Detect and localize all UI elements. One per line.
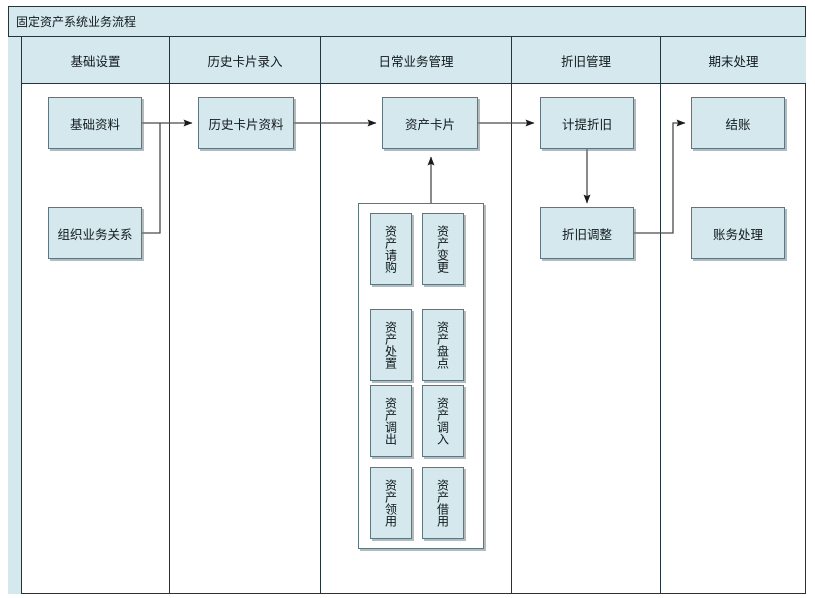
diagram-title: 固定资产系统业务流程 bbox=[8, 6, 806, 37]
node-basic-data[interactable]: 基础资料 bbox=[48, 97, 142, 149]
node-label-asset-disposal: 资产处置 bbox=[383, 321, 398, 369]
node-close-account[interactable]: 结账 bbox=[691, 97, 785, 149]
node-asset-borrow[interactable]: 资产借用 bbox=[422, 467, 464, 539]
node-label-asset-issue: 资产领用 bbox=[383, 479, 398, 527]
lane-daily-business bbox=[321, 37, 512, 594]
node-label-history-data: 历史卡片资料 bbox=[208, 117, 284, 132]
lane-header-daily-business: 日常业务管理 bbox=[321, 37, 512, 84]
node-label-asset-transfer-in: 资产调入 bbox=[435, 397, 450, 445]
node-label-asset-transfer-out: 资产调出 bbox=[383, 397, 398, 445]
node-asset-transfer-out[interactable]: 资产调出 bbox=[370, 385, 412, 457]
node-asset-change[interactable]: 资产变更 bbox=[422, 213, 464, 285]
node-asset-request[interactable]: 资产请购 bbox=[370, 213, 412, 285]
node-label-bookkeeping: 账务处理 bbox=[712, 227, 763, 242]
node-label-asset-borrow: 资产借用 bbox=[435, 479, 450, 527]
node-asset-inventory[interactable]: 资产盘点 bbox=[422, 309, 464, 381]
node-label-depreciation-adjust: 折旧调整 bbox=[561, 227, 612, 242]
lane-header-depreciation: 折旧管理 bbox=[512, 37, 661, 84]
node-label-asset-card: 资产卡片 bbox=[404, 117, 455, 132]
node-label-asset-inventory: 资产盘点 bbox=[435, 321, 450, 369]
node-asset-card[interactable]: 资产卡片 bbox=[382, 97, 478, 149]
node-label-depreciate: 计提折旧 bbox=[561, 117, 612, 132]
lane-history-card bbox=[170, 37, 321, 594]
node-label-basic-data: 基础资料 bbox=[69, 117, 120, 132]
node-depreciate[interactable]: 计提折旧 bbox=[540, 97, 634, 149]
lane-basic-setup bbox=[22, 37, 170, 594]
lane-label-depreciation: 折旧管理 bbox=[560, 54, 611, 69]
node-asset-disposal[interactable]: 资产处置 bbox=[370, 309, 412, 381]
node-label-close-account: 结账 bbox=[725, 117, 751, 132]
node-asset-issue[interactable]: 资产领用 bbox=[370, 467, 412, 539]
lane-label-daily-business: 日常业务管理 bbox=[378, 54, 454, 69]
lane-header-period-end: 期末处理 bbox=[661, 37, 806, 84]
lane-label-basic-setup: 基础设置 bbox=[70, 54, 121, 69]
lane-header-history-card: 历史卡片录入 bbox=[170, 37, 321, 84]
node-asset-transfer-in[interactable]: 资产调入 bbox=[422, 385, 464, 457]
lane-label-period-end: 期末处理 bbox=[708, 54, 759, 69]
pool-gutter bbox=[8, 37, 22, 594]
lane-header-basic-setup: 基础设置 bbox=[22, 37, 170, 84]
node-bookkeeping[interactable]: 账务处理 bbox=[691, 207, 785, 259]
node-label-org-relation: 组织业务关系 bbox=[57, 227, 133, 242]
node-label-asset-change: 资产变更 bbox=[435, 225, 450, 273]
lane-label-history-card: 历史卡片录入 bbox=[207, 54, 283, 69]
node-org-relation[interactable]: 组织业务关系 bbox=[48, 207, 142, 259]
node-history-data[interactable]: 历史卡片资料 bbox=[198, 97, 294, 149]
node-depreciation-adjust[interactable]: 折旧调整 bbox=[540, 207, 634, 259]
node-label-asset-request: 资产请购 bbox=[383, 225, 398, 273]
lane-depreciation bbox=[512, 37, 661, 594]
